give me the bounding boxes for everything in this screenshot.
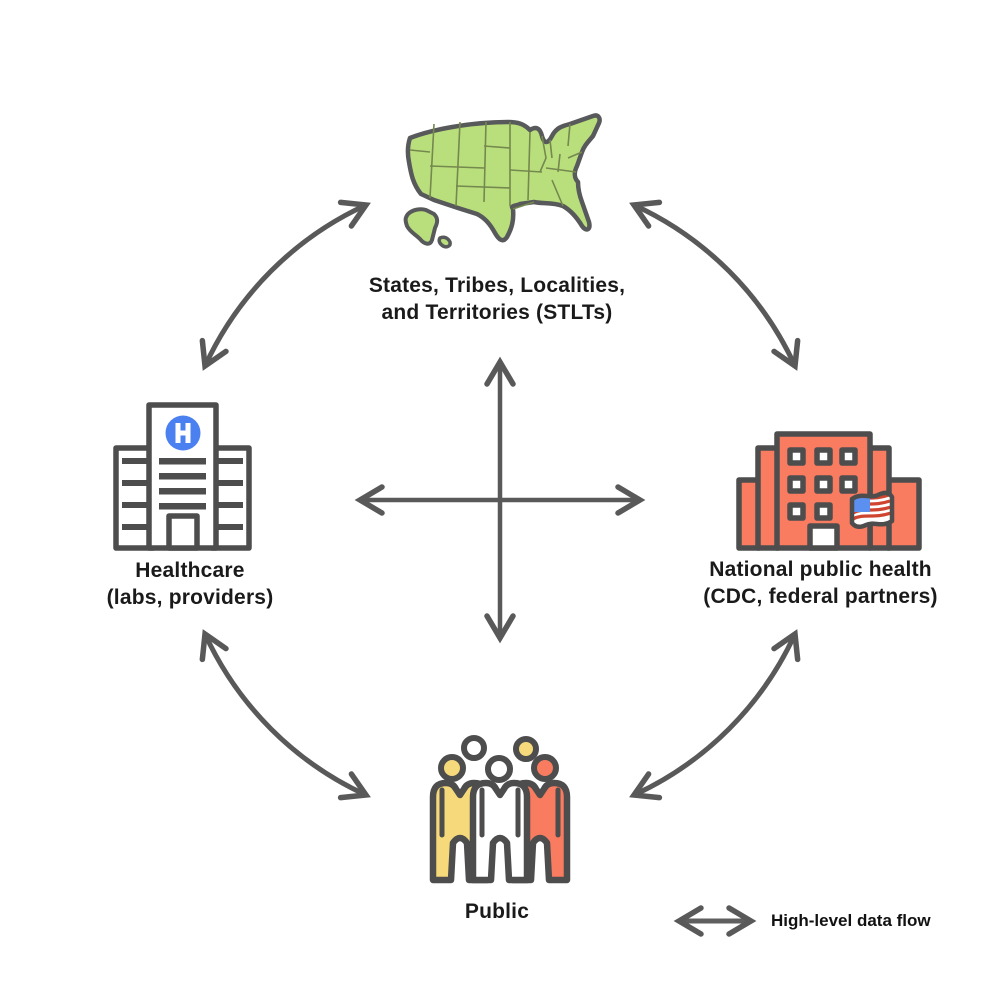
person-white: [469, 779, 531, 884]
hospital-icon: [113, 402, 252, 551]
island-shape: [437, 235, 452, 249]
national-label-line2: (CDC, federal partners): [703, 585, 938, 608]
public-label-line1: Public: [464, 900, 530, 923]
healthcare-label: Healthcare (labs, providers): [65, 557, 315, 611]
healthcare-label-line2: (labs, providers): [106, 586, 274, 609]
public-label: Public: [397, 898, 597, 925]
arc-arrow-healthcare-public: [199, 629, 371, 801]
healthcare-label-line1: Healthcare: [135, 559, 245, 582]
us-map-icon: [403, 113, 602, 249]
building-windows: [787, 447, 858, 521]
us-flag-icon: [849, 490, 895, 529]
federal-building-icon: [736, 431, 922, 551]
legend-label: High-level data flow: [771, 911, 931, 930]
stlt-label-line1: States, Tribes, Localities,: [368, 274, 626, 297]
national-label-line1: National public health: [709, 558, 932, 581]
h-letter: [175, 423, 191, 443]
hospital-door: [166, 513, 200, 551]
arc-arrow-stlt-healthcare: [199, 199, 371, 371]
wing-windows: [122, 458, 243, 530]
tower-windows: [159, 458, 206, 510]
alaska-shape: [403, 207, 440, 246]
stlt-label-line2: and Territories (STLTs): [381, 301, 613, 324]
arc-arrow-national-public: [629, 629, 801, 801]
people-icon: [429, 735, 571, 884]
arc-arrow-stlt-national: [629, 199, 801, 371]
stlt-label: States, Tribes, Localities, and Territor…: [327, 272, 667, 326]
national-public-health-label: National public health (CDC, federal par…: [668, 556, 973, 610]
building-door: [807, 523, 840, 551]
state-borders: [409, 121, 583, 210]
